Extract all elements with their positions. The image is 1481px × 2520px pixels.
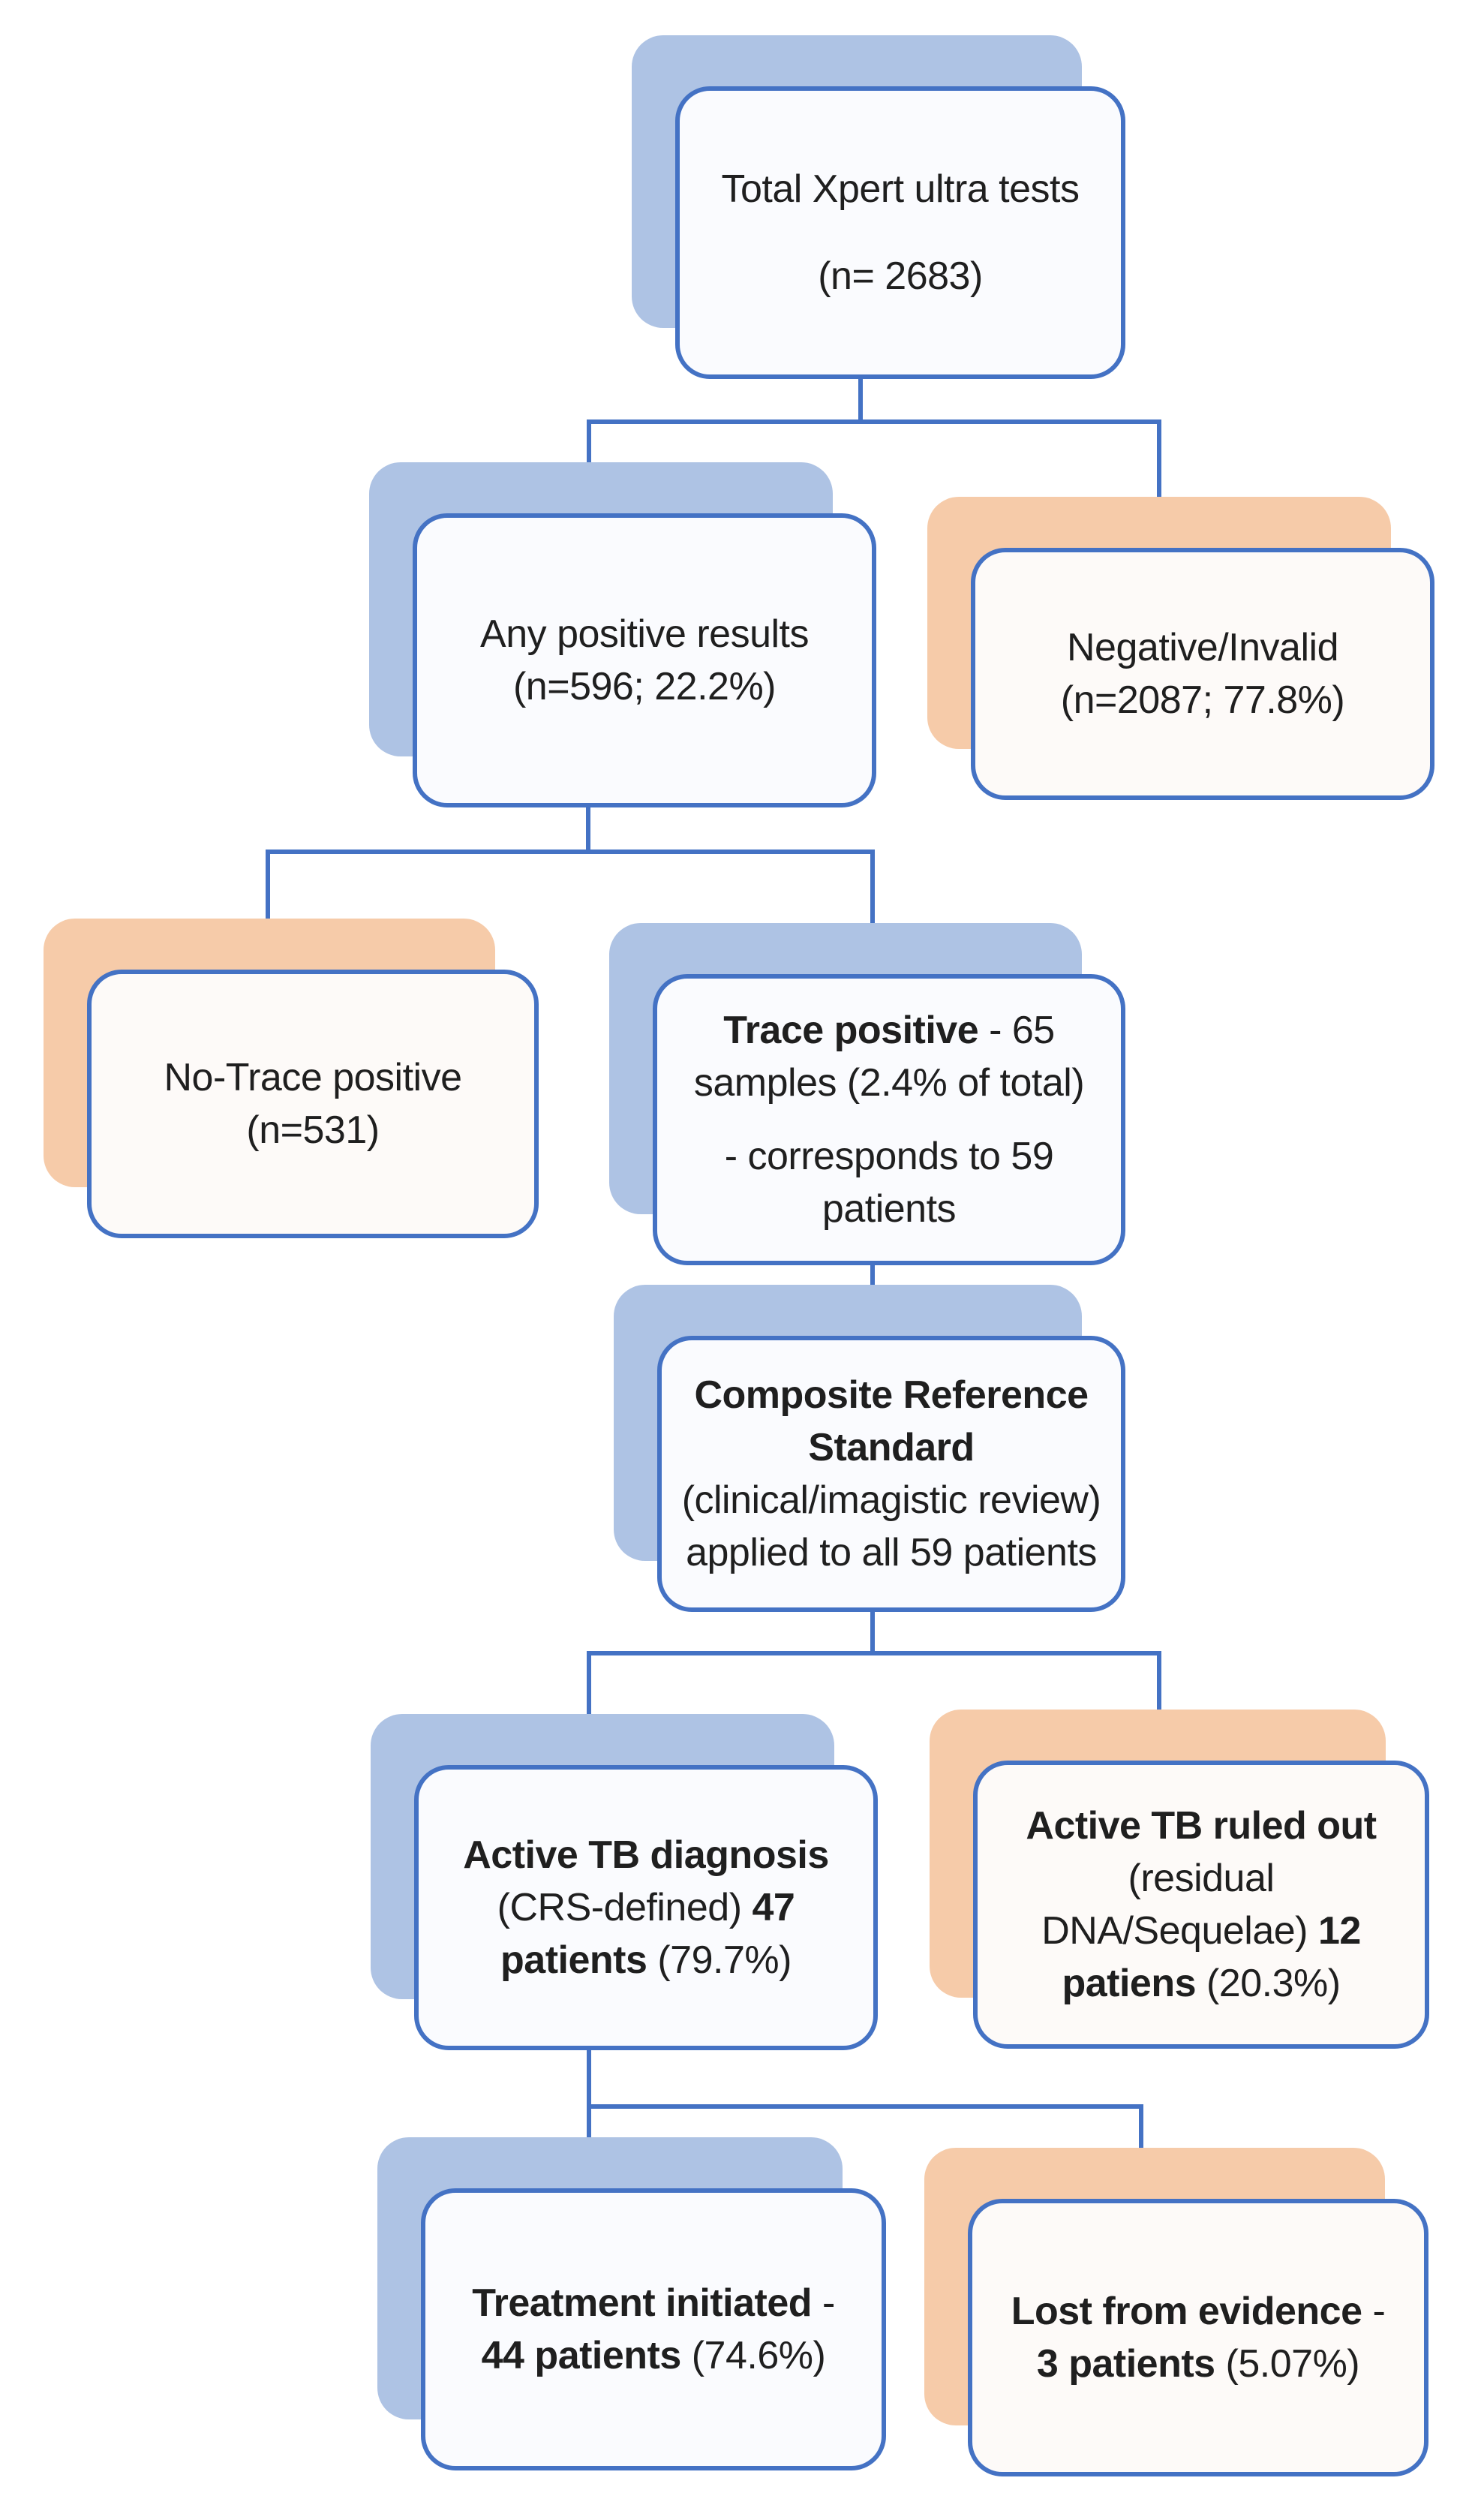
node-line: (clinical/imagistic review)	[681, 1478, 1101, 1522]
node-line: patiens (20.3%)	[1062, 1962, 1341, 2005]
connector-to-lost	[1139, 2104, 1143, 2151]
connector-to-treatment	[587, 2104, 591, 2140]
node-treatment-initiated: Treatment initiated - 44 patients (74.6%…	[377, 2137, 886, 2470]
connector-to-negative-invalid	[1157, 419, 1161, 499]
node-composite-reference-standard: Composite Reference Standard (clinical/i…	[614, 1285, 1125, 1612]
node-line: DNA/Sequelae) 12	[1041, 1909, 1361, 1953]
node-line: Trace positive - 65	[723, 1009, 1055, 1052]
node-line: samples (2.4% of total)	[693, 1061, 1085, 1105]
node-line: (n=2087; 77.8%)	[1060, 678, 1345, 722]
connector-to-any-positive	[587, 419, 591, 465]
node-line: patients (79.7%)	[500, 1938, 792, 1982]
node-active-tb-ruled-out: Active TB ruled out (residual DNA/Sequel…	[930, 1710, 1429, 2049]
node-line: Negative/Invalid	[1067, 626, 1339, 669]
node-line: Composite Reference	[694, 1373, 1089, 1417]
connector-to-trace	[870, 850, 875, 925]
connector-total-stem	[858, 379, 863, 424]
node-box: Negative/Invalid (n=2087; 77.8%)	[971, 548, 1434, 800]
connector-level3-branch	[266, 850, 875, 854]
node-line: (residual	[1128, 1857, 1275, 1900]
node-line: Active TB ruled out	[1026, 1804, 1377, 1848]
node-line: (n=596; 22.2%)	[512, 665, 777, 708]
node-active-tb-diagnosis: Active TB diagnosis (CRS-defined) 47 pat…	[371, 1714, 878, 2050]
connector-active-tb-stem	[587, 2050, 591, 2109]
connector-level6-branch	[587, 2104, 1143, 2109]
node-box: Total Xpert ultra tests (n= 2683)	[675, 86, 1125, 379]
connector-to-active-tb	[587, 1651, 591, 1717]
node-no-trace-positive: No-Trace positive (n=531)	[44, 919, 539, 1238]
connector-trace-to-crs	[870, 1265, 875, 1288]
connector-any-positive-stem	[586, 807, 590, 854]
node-lost-from-evidence: Lost from evidence - 3 patients (5.07%)	[924, 2148, 1428, 2476]
node-line: Any positive results	[480, 612, 809, 656]
connector-level5-branch	[587, 1651, 1161, 1655]
connector-to-no-trace	[266, 850, 270, 920]
node-line: No-Trace positive	[164, 1056, 462, 1099]
node-line: 3 patients (5.07%)	[1036, 2342, 1360, 2386]
node-box: Active TB diagnosis (CRS-defined) 47 pat…	[414, 1765, 878, 2050]
connector-level2-branch	[587, 419, 1161, 424]
node-line: (n= 2683)	[818, 254, 983, 298]
node-box: Active TB ruled out (residual DNA/Sequel…	[973, 1761, 1429, 2049]
node-line: (CRS-defined) 47	[497, 1886, 795, 1929]
node-line: 44 patients (74.6%)	[481, 2334, 826, 2377]
node-box: Treatment initiated - 44 patients (74.6%…	[421, 2188, 886, 2470]
node-line: Treatment initiated -	[472, 2281, 835, 2325]
node-line: Active TB diagnosis	[463, 1833, 829, 1877]
node-line: patients	[822, 1187, 957, 1231]
node-total-xpert-tests: Total Xpert ultra tests (n= 2683)	[632, 35, 1125, 379]
node-any-positive: Any positive results (n=596; 22.2%)	[369, 462, 876, 807]
node-line: Lost from evidence -	[1011, 2290, 1386, 2333]
node-box: Trace positive - 65 samples (2.4% of tot…	[653, 974, 1125, 1265]
node-line: Standard	[808, 1426, 975, 1469]
connector-crs-stem	[870, 1612, 875, 1655]
node-trace-positive: Trace positive - 65 samples (2.4% of tot…	[609, 923, 1125, 1265]
node-line: (n=531)	[246, 1108, 380, 1152]
node-line: applied to all 59 patients	[686, 1531, 1097, 1574]
connector-to-ruled-out	[1157, 1651, 1161, 1713]
node-line: - corresponds to 59	[724, 1135, 1054, 1178]
node-negative-invalid: Negative/Invalid (n=2087; 77.8%)	[927, 497, 1434, 800]
node-box: Composite Reference Standard (clinical/i…	[657, 1336, 1125, 1612]
node-line: Total Xpert ultra tests	[721, 167, 1080, 211]
node-box: Any positive results (n=596; 22.2%)	[413, 513, 876, 807]
node-box: Lost from evidence - 3 patients (5.07%)	[968, 2199, 1428, 2476]
node-box: No-Trace positive (n=531)	[87, 970, 539, 1238]
